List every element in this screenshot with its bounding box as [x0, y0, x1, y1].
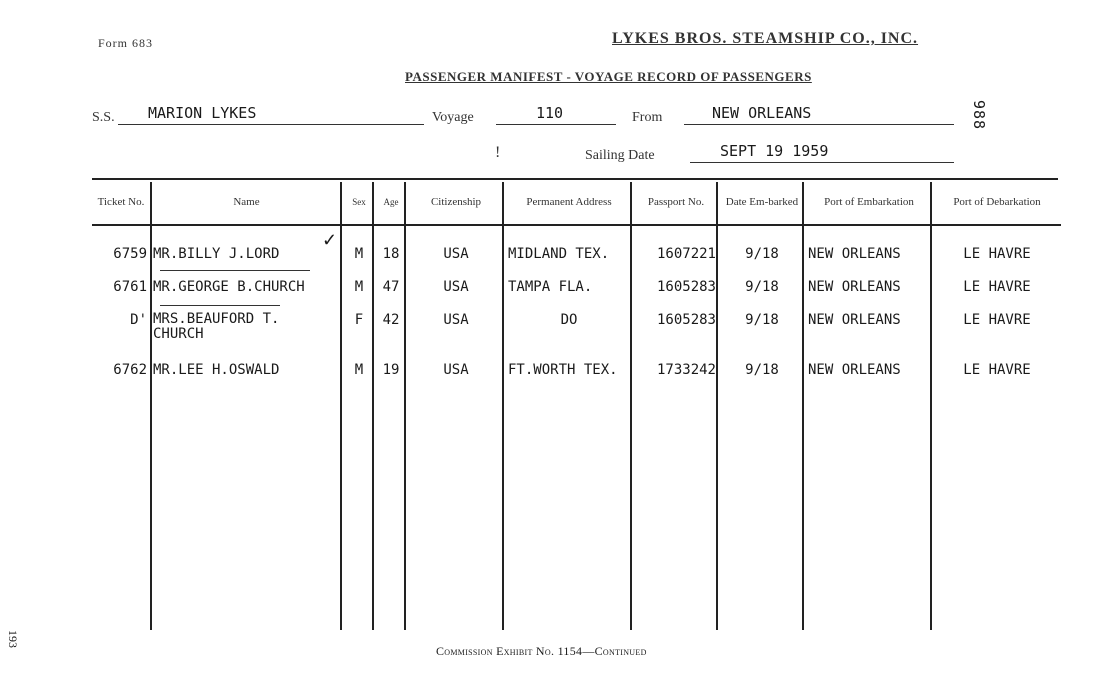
ticket-cell: 6762 — [113, 362, 147, 378]
citizenship-cell: USA — [443, 279, 469, 295]
ticket-cell: 6761 — [113, 279, 147, 295]
table-header-row: Ticket No. Name Sex Age Citizenship Perm… — [92, 180, 1061, 226]
ship-name: MARION LYKES — [148, 104, 257, 122]
col-divider — [716, 182, 718, 630]
date-cell: 9/18 — [745, 279, 779, 295]
debark-cell: LE HAVRE — [963, 246, 1031, 262]
col-divider — [630, 182, 632, 630]
ship-name-underline — [118, 124, 424, 125]
sex-cell: F — [354, 312, 364, 328]
col-divider — [930, 182, 932, 630]
age-cell: 18 — [382, 246, 400, 262]
manifest-title: PASSENGER MANIFEST - VOYAGE RECORD OF PA… — [405, 69, 812, 84]
ticket-cell: D' — [130, 312, 147, 328]
col-debark: Port of Debarkation — [933, 180, 1061, 226]
table-row: 6759 MR.BILLY J.LORD M 18 USA MIDLAND TE… — [92, 246, 1061, 279]
sex-cell: M — [354, 246, 364, 262]
mark-tick: ! — [495, 144, 501, 161]
sex-cell: M — [354, 362, 364, 378]
check-mark-icon: ✓ — [322, 230, 338, 250]
exhibit-caption: Commission Exhibit No. 1154—Continued — [436, 644, 647, 658]
col-address: Permanent Address — [505, 180, 633, 226]
page-number: 193 — [6, 630, 20, 648]
passport-cell: 1733242 — [656, 362, 716, 378]
sailing-underline — [690, 162, 954, 163]
debark-cell: LE HAVRE — [963, 362, 1031, 378]
col-divider — [340, 182, 342, 630]
passport-cell: 1605283 — [656, 312, 716, 328]
company-name: LYKES BROS. STEAMSHIP CO., INC. — [612, 30, 919, 47]
embark-cell: NEW ORLEANS — [808, 362, 901, 378]
table-row: 6762 MR.LEE H.OSWALD M 19 USA FT.WORTH T… — [92, 362, 1061, 395]
sailing-date-label: Sailing Date — [585, 148, 655, 163]
date-cell: 9/18 — [745, 362, 779, 378]
citizenship-cell: USA — [443, 362, 469, 378]
from-label: From — [632, 110, 663, 125]
name-cell: MR.BILLY J.LORD — [153, 246, 280, 262]
name-cell: MRS.BEAUFORD T. CHURCH — [153, 312, 280, 342]
col-passport: Passport No. — [633, 180, 719, 226]
from-underline — [684, 124, 954, 125]
col-divider — [502, 182, 504, 630]
address-cell: TAMPA FLA. — [508, 279, 593, 295]
embark-cell: NEW ORLEANS — [808, 246, 901, 262]
address-cell: MIDLAND TEX. — [508, 246, 610, 262]
sailing-date: SEPT 19 1959 — [720, 142, 829, 160]
citizenship-cell: USA — [443, 312, 469, 328]
col-divider — [372, 182, 374, 630]
handwritten-underline — [160, 270, 310, 271]
voyage-underline — [496, 124, 616, 125]
citizenship-cell: USA — [443, 246, 469, 262]
name-cell: MR.LEE H.OSWALD — [153, 362, 280, 378]
col-divider — [150, 182, 152, 630]
col-citizenship: Citizenship — [407, 180, 505, 226]
ticket-cell: 6759 — [113, 246, 147, 262]
table-row: D' MRS.BEAUFORD T. CHURCH F 42 USA DO 16… — [92, 312, 1061, 362]
col-ticket: Ticket No. — [92, 180, 150, 226]
col-sex: Sex — [343, 180, 375, 226]
debark-cell: LE HAVRE — [963, 312, 1031, 328]
address-cell: FT.WORTH TEX. — [508, 362, 618, 378]
address-cell: DO — [560, 312, 578, 328]
col-age: Age — [375, 180, 407, 226]
embark-cell: NEW ORLEANS — [808, 279, 901, 295]
form-number: Form 683 — [98, 36, 154, 50]
table-row: 6761 MR.GEORGE B.CHURCH M 47 USA TAMPA F… — [92, 279, 1061, 312]
col-date: Date Em-barked — [719, 180, 805, 226]
age-cell: 42 — [382, 312, 400, 328]
col-divider — [802, 182, 804, 630]
col-divider — [404, 182, 406, 630]
name-cell: MR.GEORGE B.CHURCH — [153, 279, 305, 295]
passport-cell: 1607221 — [656, 246, 716, 262]
voyage-label: Voyage — [432, 110, 474, 125]
passport-cell: 1605283 — [656, 279, 716, 295]
age-cell: 47 — [382, 279, 400, 295]
date-cell: 9/18 — [745, 246, 779, 262]
passenger-table: Ticket No. Name Sex Age Citizenship Perm… — [92, 180, 1061, 395]
sex-cell: M — [354, 279, 364, 295]
voyage-number: 110 — [536, 104, 564, 122]
col-embark: Port of Embarkation — [805, 180, 933, 226]
embark-cell: NEW ORLEANS — [808, 312, 901, 328]
debark-cell: LE HAVRE — [963, 279, 1031, 295]
from-port: NEW ORLEANS — [712, 104, 812, 122]
age-cell: 19 — [382, 362, 400, 378]
date-cell: 9/18 — [745, 312, 779, 328]
ss-label: S.S. — [92, 110, 115, 125]
handwritten-underline — [160, 305, 280, 306]
col-name: Name — [150, 180, 343, 226]
side-number: 988 — [970, 100, 988, 131]
table-top-border — [92, 178, 1058, 180]
